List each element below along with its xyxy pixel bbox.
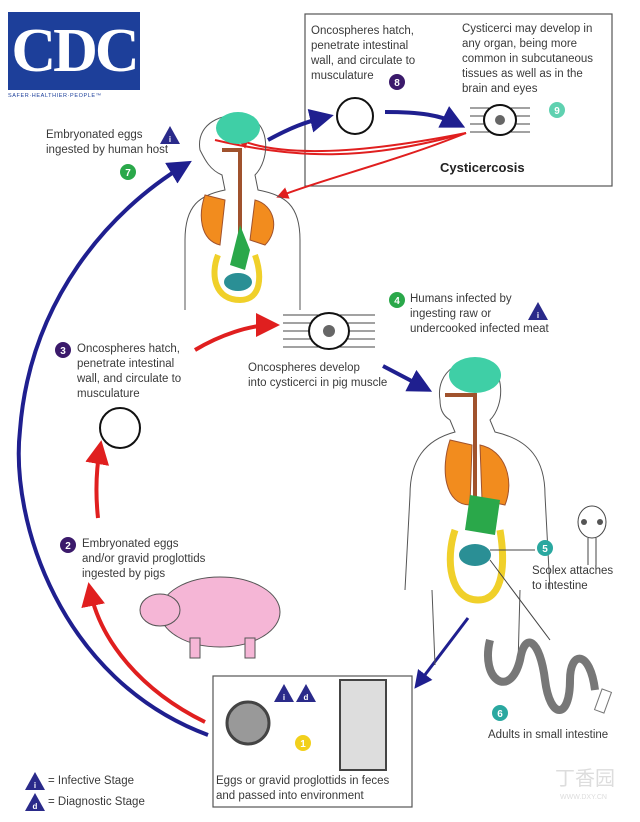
badge-4-num: 4: [394, 296, 400, 307]
diagnostic-mark-1: d: [304, 693, 309, 702]
watermark-text: 丁香园: [555, 768, 615, 790]
badge-5-num: 5: [542, 544, 548, 555]
pig-ingestion-arrow: [81, 582, 206, 724]
badge-8: [389, 74, 405, 90]
infective-mark-1: i: [283, 693, 285, 702]
pig-muscle-text: Oncospheres develop into cysticerci in p…: [248, 362, 388, 389]
infective-mark-4: i: [537, 311, 539, 320]
badge-3: [55, 342, 71, 358]
badge-5: [537, 540, 553, 556]
scolex-illustration: [577, 505, 607, 565]
pig-muscle-arrow: [193, 313, 280, 352]
step-8-text: Oncospheres hatch, penetrate intestinal …: [311, 25, 416, 82]
legend-infective-triangle: [25, 772, 45, 790]
egg-illustration: [225, 700, 271, 746]
human-ingestion-arrow: [16, 160, 209, 737]
eye-arrow: [214, 132, 467, 156]
cysticercosis-title: Cysticercosis: [440, 160, 525, 175]
stage-triangles: i i i d i d: [25, 126, 548, 811]
oncosphere-pig: [99, 407, 141, 449]
badge-9: [549, 102, 565, 118]
environment-box: [212, 675, 413, 808]
human-host-figure-top: [184, 112, 301, 310]
badge-1-num: 1: [300, 739, 306, 750]
pig-muscle-cysticercus: [283, 312, 375, 350]
meat-ingestion-arrow: [382, 364, 433, 392]
step-6-text: Adults in small intestine: [488, 729, 609, 741]
legend-diagnostic-triangle: [25, 793, 45, 811]
badge-6: [492, 705, 508, 721]
infective-mark-7: i: [169, 135, 171, 144]
cdc-logo: CDC: [8, 12, 140, 90]
cdc-logo-text: CDC: [11, 17, 139, 85]
badge-3-num: 3: [60, 346, 66, 357]
oncosphere-top: [336, 97, 374, 135]
oncosphere-human-arrow: [267, 109, 334, 142]
legend-diagnostic-mark: d: [33, 802, 38, 811]
cysticerci-arrow: [384, 106, 466, 128]
pig-oncosphere-arrow: [85, 440, 110, 519]
adult-tapeworm: [484, 638, 613, 714]
step-7-text: Embryonated eggs ingested by human host: [46, 129, 169, 156]
legend-diagnostic: = Diagnostic Stage: [48, 796, 145, 808]
badge-6-num: 6: [497, 709, 503, 720]
gravid-proglottid: [339, 679, 387, 771]
step-1-text: Eggs or gravid proglottids in feces and …: [216, 775, 390, 802]
step-2-text: Embryonated eggs and/or gravid proglotti…: [82, 538, 206, 580]
badge-7-num: 7: [125, 168, 131, 179]
infective-triangle-7: [160, 126, 180, 144]
body-arrow: [276, 132, 467, 199]
badge-4: [389, 292, 405, 308]
badge-8-num: 8: [394, 78, 400, 89]
badge-2-num: 2: [65, 541, 71, 552]
badge-2: [60, 537, 76, 553]
legend-infective: = Infective Stage: [48, 775, 134, 787]
step-3-text: Oncospheres hatch, penetrate intestinal …: [77, 343, 182, 400]
legend-infective-mark: i: [34, 781, 36, 790]
adult-eggs-arrow: [414, 617, 470, 689]
badge-7: [120, 164, 136, 180]
infective-triangle-4: [528, 302, 548, 320]
cdc-tagline: SAFER·HEALTHIER·PEOPLE™: [8, 93, 102, 99]
pig-illustration: [139, 576, 281, 659]
badge-1: [295, 735, 311, 751]
watermark-url: WWW.DXY.CN: [560, 794, 607, 801]
cysticercosis-box: [304, 13, 613, 187]
stage-badges: 1 2 3 4 5 6 7 8 9: [55, 74, 565, 751]
brain-arrow: [236, 132, 467, 153]
step-9-text: Cysticerci may develop in any organ, bei…: [462, 23, 594, 95]
step-5-text: Scolex attaches to intestine: [532, 565, 614, 592]
diagnostic-triangle-1: [296, 684, 316, 702]
cysticercus-tissue: [470, 104, 530, 136]
badge-9-num: 9: [554, 106, 560, 117]
human-host-figure-right: [404, 357, 551, 666]
step-4-text: Humans infected by ingesting raw or unde…: [410, 293, 549, 335]
infective-triangle-1: [274, 684, 294, 702]
